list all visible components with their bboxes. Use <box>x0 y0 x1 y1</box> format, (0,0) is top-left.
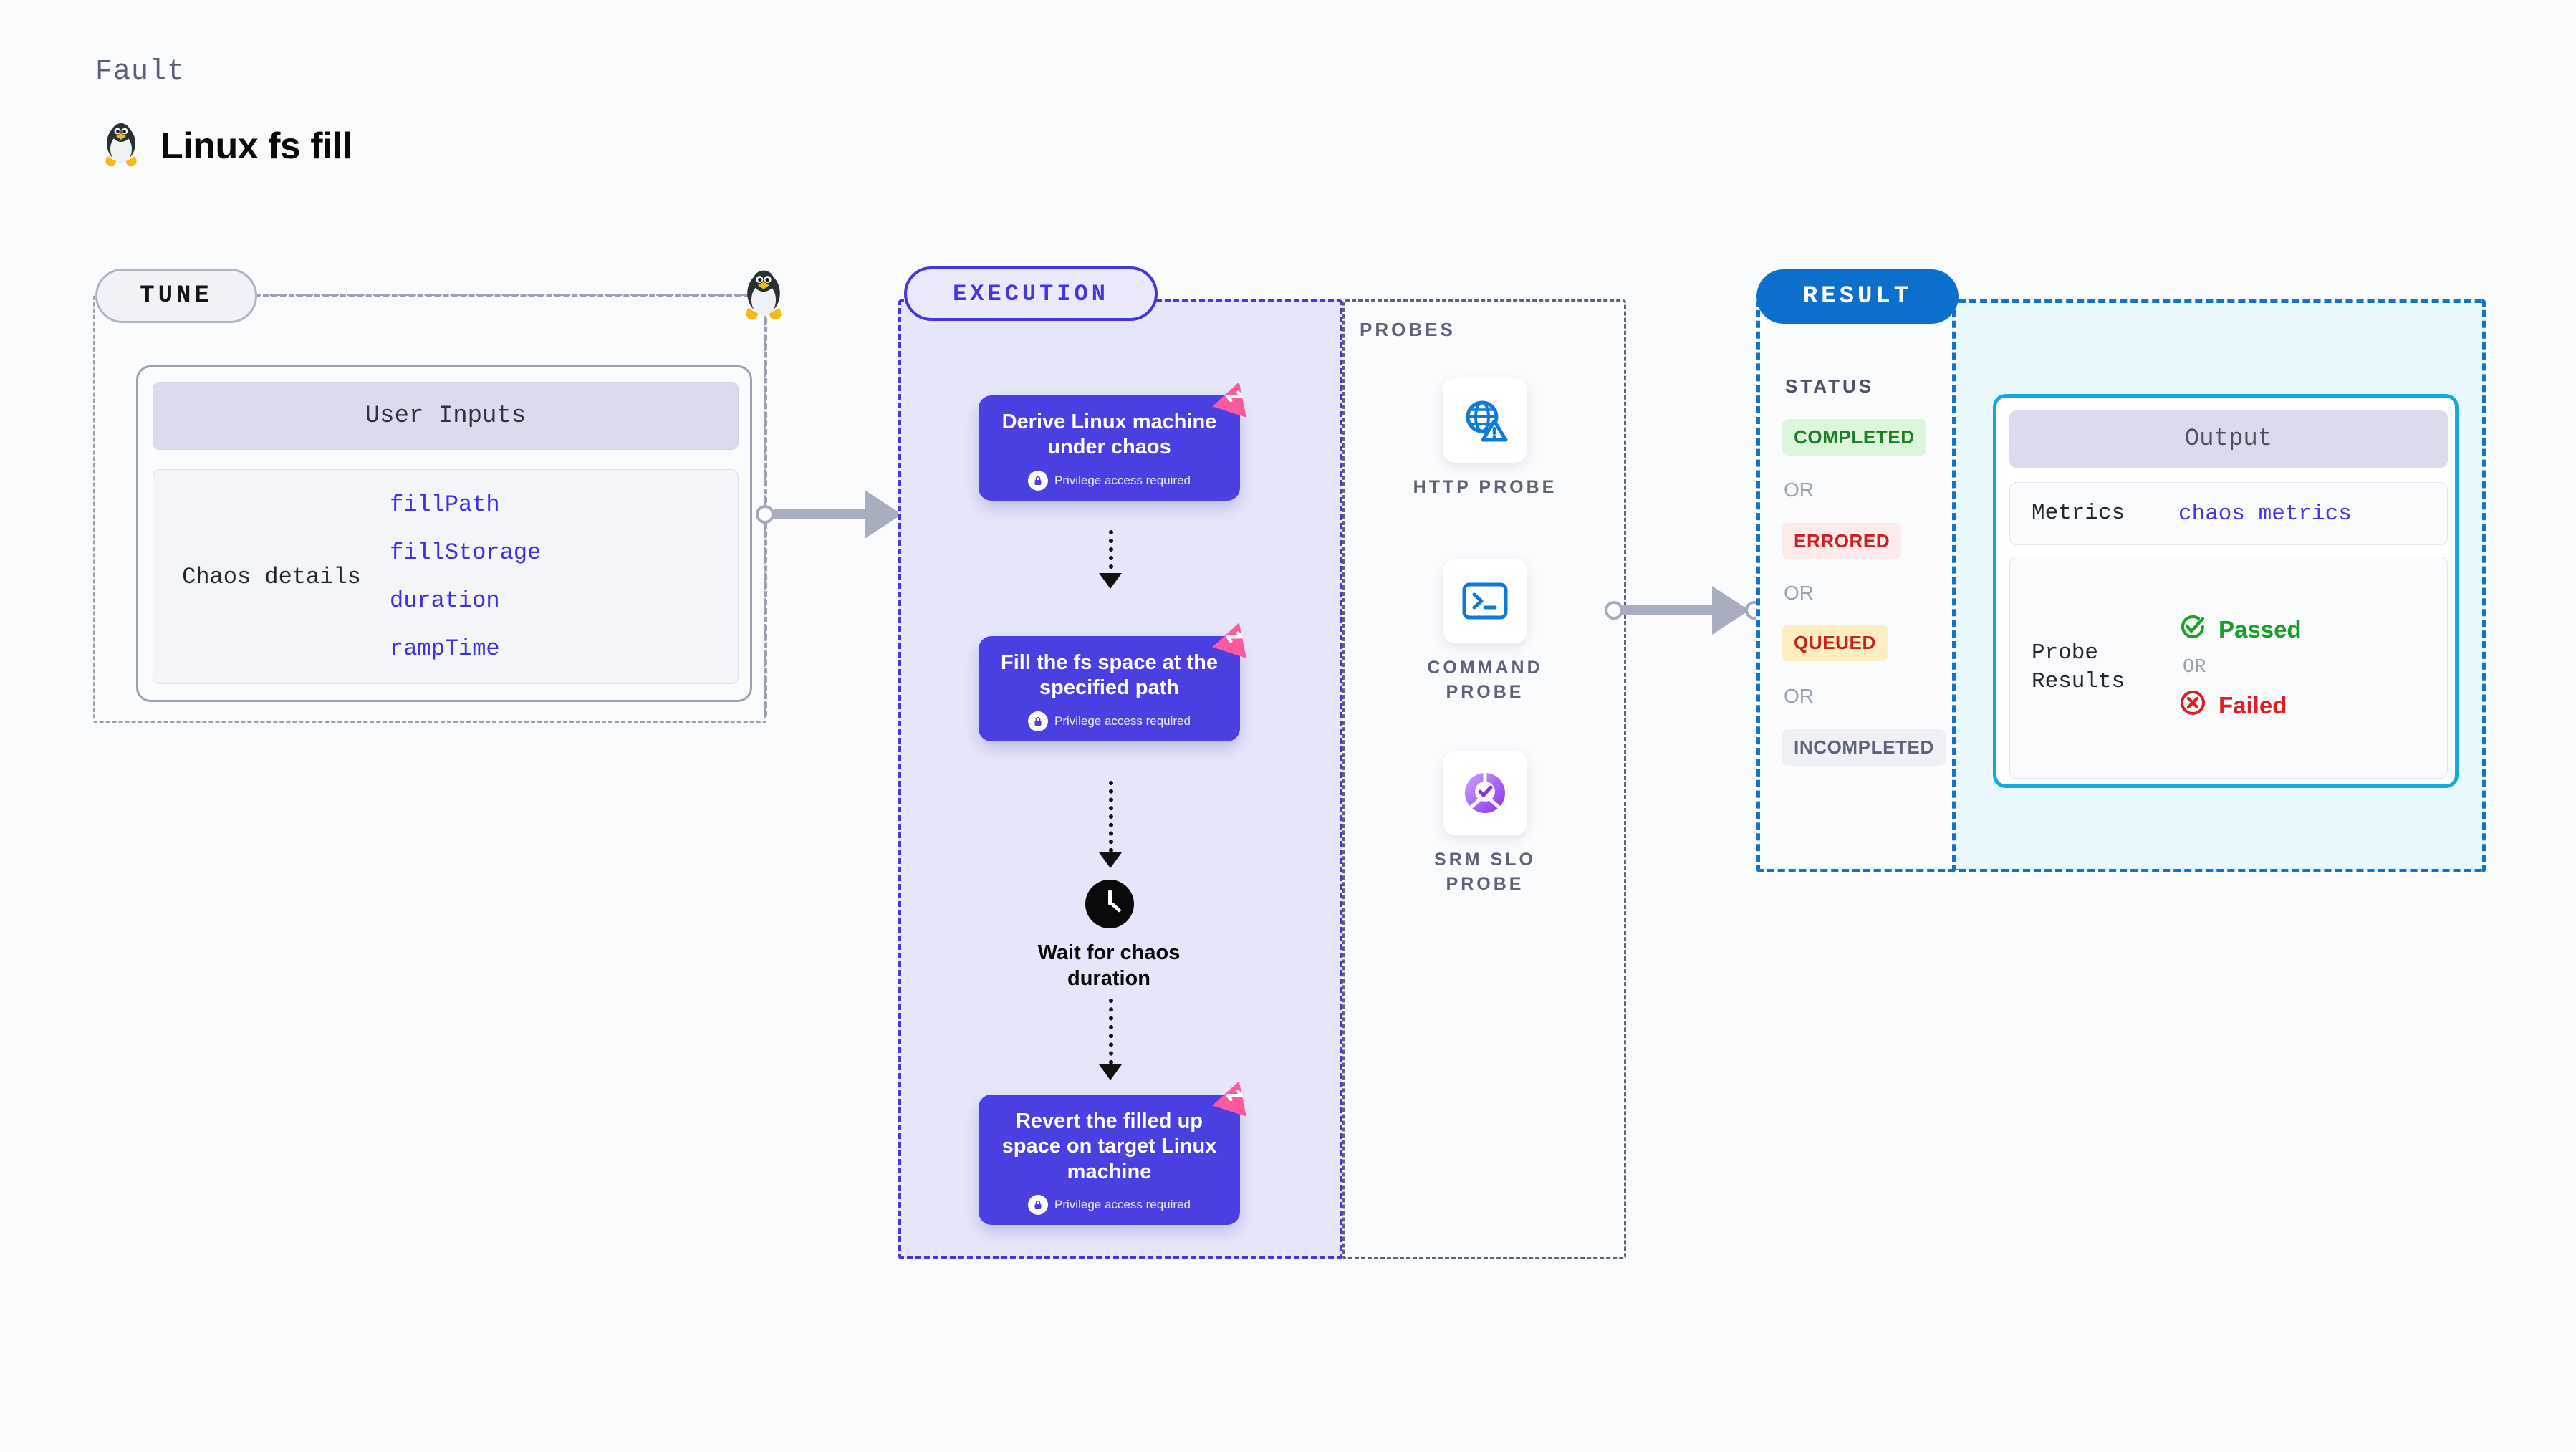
status-or-label: OR <box>1784 685 1814 707</box>
privilege-badge: Privilege access required <box>991 1195 1227 1216</box>
param-duration[interactable]: duration <box>390 587 500 614</box>
lock-icon <box>1028 1195 1049 1216</box>
status-or-label: OR <box>1784 582 1814 604</box>
result-status-section <box>1756 299 1956 872</box>
arrow-head <box>1712 586 1749 635</box>
arrow-head <box>865 490 902 539</box>
globe-warning-icon <box>1443 378 1527 463</box>
step-connector-arrowhead <box>1099 573 1122 589</box>
probe-label: SRM SLO PROBE <box>1434 850 1536 894</box>
output-header: Output <box>2009 410 2448 468</box>
probe-label: COMMAND PROBE <box>1427 658 1543 702</box>
user-inputs-header: User Inputs <box>153 382 739 450</box>
probe-verdicts: Passed OR Failed <box>2178 612 2302 723</box>
privilege-text: Privilege access required <box>1054 1198 1191 1212</box>
status-section-label: STATUS <box>1785 375 1875 397</box>
chaos-badge-icon <box>1206 1070 1261 1126</box>
probes-section-label: PROBES <box>1360 319 1456 340</box>
privilege-badge: Privilege access required <box>991 470 1227 491</box>
page-title: Linux fs fill <box>160 125 352 167</box>
chaos-params-list: fillPath fillStorage duration rampTime <box>390 491 541 662</box>
metrics-key-label: Metrics <box>2032 500 2125 526</box>
status-badge-errored: ERRORED <box>1782 523 1902 559</box>
probe-item-srm-slo[interactable]: SRM SLO PROBE <box>1395 751 1575 897</box>
privilege-badge: Privilege access required <box>991 711 1227 731</box>
param-fillpath[interactable]: fillPath <box>390 491 500 518</box>
arrow-probes-to-result <box>1605 586 1764 635</box>
metrics-row: Metrics chaos metrics <box>2009 482 2448 545</box>
execution-step-card[interactable]: Fill the fs space at the specified path … <box>979 622 1246 741</box>
execution-pill-label: EXECUTION <box>904 266 1158 321</box>
arrow-start-dot <box>756 505 774 524</box>
verdict-passed: Passed <box>2178 612 2302 647</box>
step-connector-dots <box>1109 530 1113 577</box>
fault-kicker-label: Fault <box>95 56 186 88</box>
status-badge-completed: COMPLETED <box>1782 419 1926 456</box>
step-connector-arrowhead <box>1099 1064 1122 1080</box>
user-inputs-card: User Inputs Chaos details fillPath fillS… <box>136 365 752 702</box>
tune-linux-penguin-icon <box>740 269 787 328</box>
status-badge-incompleted: INCOMPLETED <box>1782 729 1946 766</box>
execution-step-card[interactable]: Derive Linux machine under chaos Privile… <box>979 382 1246 501</box>
privilege-text: Privilege access required <box>1054 713 1191 728</box>
verdict-failed-label: Failed <box>2219 692 2287 718</box>
linux-penguin-icon <box>100 122 142 170</box>
clock-icon <box>1085 880 1134 928</box>
wait-for-chaos-duration-label: Wait for chaos duration <box>1037 941 1181 991</box>
probe-label: HTTP PROBE <box>1413 477 1557 497</box>
verdict-or-label: OR <box>2183 657 2206 678</box>
arrow-shaft <box>774 509 866 519</box>
probe-item-command[interactable]: COMMAND PROBE <box>1395 559 1575 705</box>
lock-icon <box>1028 470 1049 491</box>
chaos-details-label: Chaos details <box>182 563 361 590</box>
execution-step-title: Revert the filled up space on target Lin… <box>1001 1110 1217 1183</box>
metrics-value-link[interactable]: chaos metrics <box>2178 501 2352 527</box>
arrow-shaft <box>1623 605 1714 615</box>
slo-donut-check-icon <box>1443 751 1527 835</box>
status-badge-queued: QUEUED <box>1782 625 1888 661</box>
param-fillstorage[interactable]: fillStorage <box>390 539 542 566</box>
tune-top-dashed-connector <box>254 294 766 297</box>
chaos-badge-icon <box>1206 612 1261 668</box>
lock-icon <box>1028 711 1049 731</box>
chaos-badge-icon <box>1206 371 1261 427</box>
execution-step-title: Fill the fs space at the specified path <box>1001 651 1218 700</box>
terminal-icon <box>1443 559 1527 643</box>
step-connector-dots <box>1109 999 1113 1064</box>
fault-title-row: Linux fs fill <box>100 122 352 170</box>
step-connector-dots <box>1109 781 1113 852</box>
result-pill-label: RESULT <box>1756 269 1959 324</box>
param-ramptime[interactable]: rampTime <box>390 635 500 662</box>
verdict-passed-label: Passed <box>2219 616 2302 643</box>
execution-step-card[interactable]: Revert the filled up space on target Lin… <box>979 1081 1246 1226</box>
step-connector-arrowhead <box>1099 852 1122 868</box>
arrow-tune-to-execution <box>756 490 916 539</box>
chaos-details-row: Chaos details fillPath fillStorage durat… <box>153 469 739 684</box>
probe-item-http[interactable]: HTTP PROBE <box>1395 378 1575 500</box>
verdict-failed: Failed <box>2178 688 2302 723</box>
check-circle-icon <box>2178 612 2207 647</box>
x-circle-icon <box>2178 688 2207 723</box>
status-or-label: OR <box>1784 479 1814 501</box>
arrow-start-dot <box>1605 601 1623 620</box>
privilege-text: Privilege access required <box>1054 473 1191 487</box>
tune-pill-label: TUNE <box>95 269 257 323</box>
execution-step-title: Derive Linux machine under chaos <box>1001 410 1217 459</box>
